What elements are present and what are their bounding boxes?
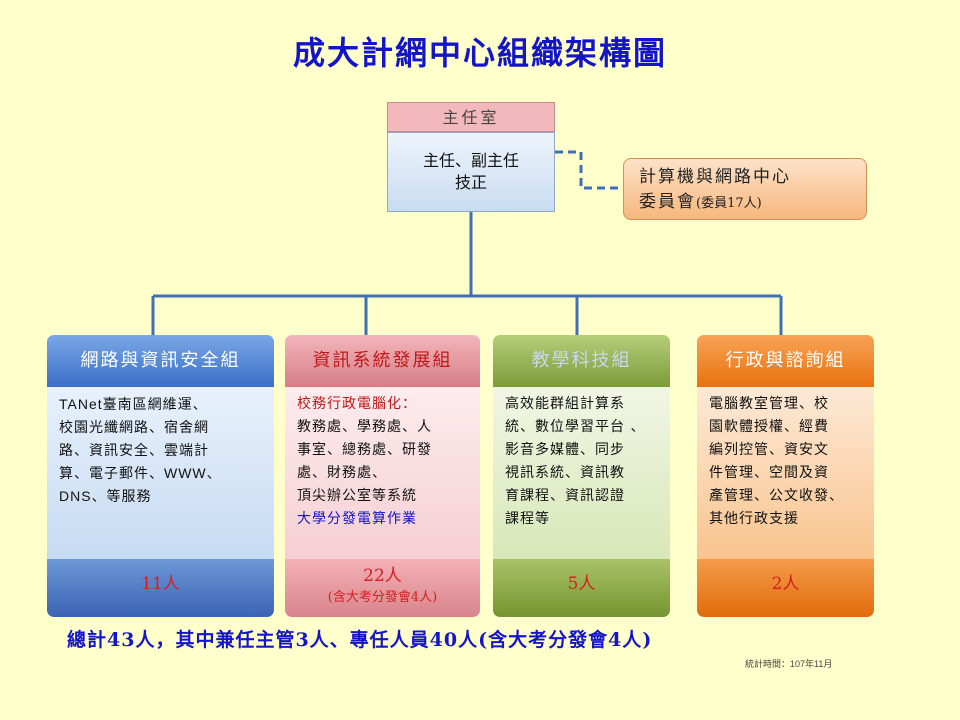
group-headcount: 22人 (含大考分發會4人) bbox=[285, 559, 480, 617]
statistics-date: 統計時間：107年11月 bbox=[745, 659, 833, 669]
duty-line: 統、數位學習平台 、 bbox=[505, 419, 646, 435]
duty-line: 處、財務處、 bbox=[297, 465, 387, 481]
group-duties: 校務行政電腦化： 教務處、學務處、人 事室、總務處、研發 處、財務處、 頂尖辦公… bbox=[285, 387, 480, 559]
headcount-value: 22人 bbox=[363, 566, 402, 586]
group-title: 行政與諮詢組 bbox=[697, 335, 874, 387]
group-administration: 行政與諮詢組 電腦教室管理、校 園軟體授權、經費 編列控管、資安文 件管理、空間… bbox=[697, 335, 874, 617]
duty-line: 影音多媒體、同步 bbox=[505, 442, 625, 458]
group-information-systems: 資訊系統發展組 校務行政電腦化： 教務處、學務處、人 事室、總務處、研發 處、財… bbox=[285, 335, 480, 617]
director-office-header: 主任室 bbox=[387, 102, 555, 132]
duty-line: 課程等 bbox=[505, 511, 550, 527]
group-title: 資訊系統發展組 bbox=[285, 335, 480, 387]
group-teaching-technology: 教學科技組 高效能群組計算系 統、數位學習平台 、 影音多媒體、同步 視訊系統、… bbox=[493, 335, 670, 617]
group-title: 網路與資訊安全組 bbox=[47, 335, 274, 387]
duty-line: 校園光纖網路、宿舍網 bbox=[59, 419, 209, 435]
committee-name: 計算機與網路中心 bbox=[639, 167, 791, 187]
duty-line-highlight: 大學分發電算作業 bbox=[297, 511, 417, 527]
director-office-box: 主任、副主任 技正 bbox=[387, 132, 555, 212]
duty-line: 育課程、資訊認證 bbox=[505, 488, 625, 504]
group-headcount: 11人 bbox=[47, 559, 274, 617]
duty-line: 園軟體授權、經費 bbox=[709, 419, 829, 435]
duty-line: DNS、等服務 bbox=[59, 488, 152, 504]
duty-line: 事室、總務處、研發 bbox=[297, 442, 432, 458]
committee-member-count: (委員17人) bbox=[696, 196, 762, 211]
group-duties: 電腦教室管理、校 園軟體授權、經費 編列控管、資安文 件管理、空間及資 產管理、… bbox=[697, 387, 874, 559]
group-headcount: 5人 bbox=[493, 559, 670, 617]
duty-line: 算、電子郵件、WWW、 bbox=[59, 465, 222, 481]
duty-line: 教務處、學務處、人 bbox=[297, 419, 432, 435]
duty-line: 頂尖辦公室等系統 bbox=[297, 488, 417, 504]
group-headcount: 2人 bbox=[697, 559, 874, 617]
duty-line: 編列控管、資安文 bbox=[709, 442, 829, 458]
committee-dashed-line bbox=[555, 150, 623, 190]
duty-line: 件管理、空間及資 bbox=[709, 465, 829, 481]
group-network-security: 網路與資訊安全組 TANet臺南區網維運、 校園光纖網路、宿舍網 路、資訊安全、… bbox=[47, 335, 274, 617]
duty-line: 產管理、公文收發、 bbox=[709, 488, 844, 504]
duty-line: TANet臺南區網維運、 bbox=[59, 396, 208, 412]
duty-line: 電腦教室管理、校 bbox=[709, 396, 829, 412]
duty-heading: 校務行政電腦化： bbox=[297, 396, 417, 412]
committee-title: 委員會 bbox=[639, 192, 696, 212]
headcount-note: (含大考分發會4人) bbox=[327, 590, 438, 605]
group-duties: 高效能群組計算系 統、數位學習平台 、 影音多媒體、同步 視訊系統、資訊教 育課… bbox=[493, 387, 670, 559]
group-duties: TANet臺南區網維運、 校園光纖網路、宿舍網 路、資訊安全、雲端計 算、電子郵… bbox=[47, 387, 274, 559]
committee-subline: 委員會(委員17人) bbox=[639, 190, 866, 216]
duty-line: 高效能群組計算系 bbox=[505, 396, 625, 412]
director-line: 技正 bbox=[454, 173, 487, 192]
total-summary: 總計43人，其中兼任主管3人、專任人員40人(含大考分發會4人) bbox=[67, 629, 653, 651]
chart-title: 成大計網中心組織架構圖 bbox=[292, 34, 667, 72]
director-line: 主任、副主任 bbox=[422, 151, 519, 170]
group-title: 教學科技組 bbox=[493, 335, 670, 387]
committee-box: 計算機與網路中心 委員會(委員17人) bbox=[623, 158, 867, 220]
duty-line: 路、資訊安全、雲端計 bbox=[59, 442, 209, 458]
duty-line: 視訊系統、資訊教 bbox=[505, 465, 625, 481]
duty-line: 其他行政支援 bbox=[709, 511, 799, 527]
